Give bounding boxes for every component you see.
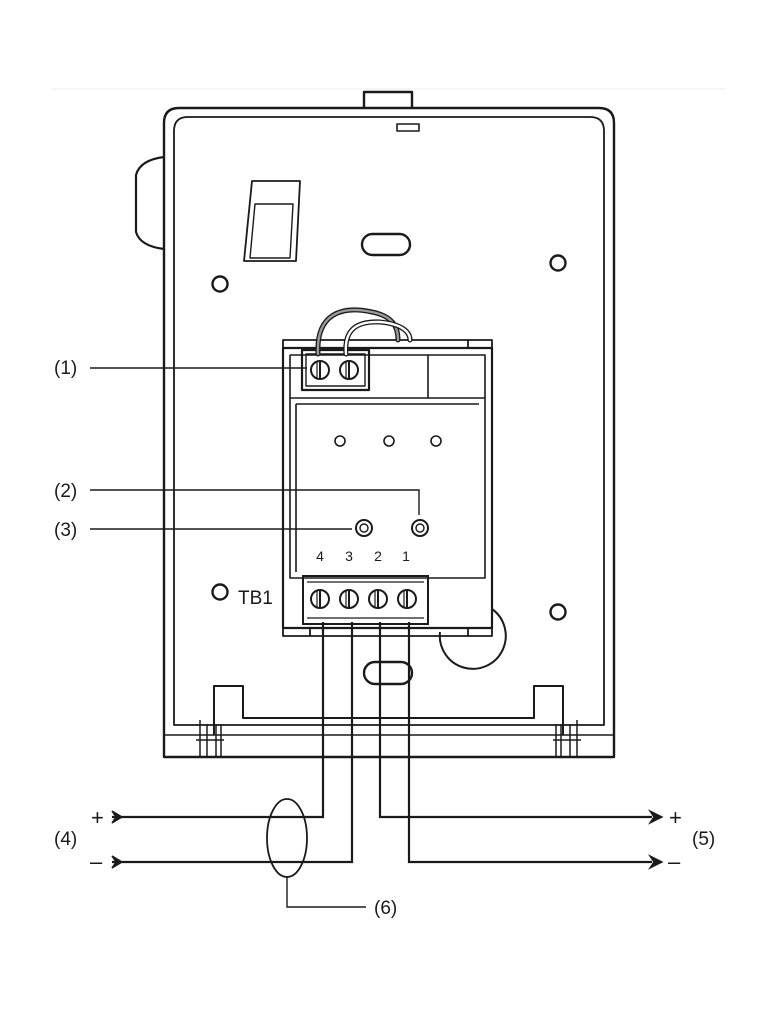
terminal-number-2: 2 — [374, 548, 382, 564]
tb1-label: TB1 — [238, 588, 273, 609]
twisted-pair-ellipse — [266, 798, 308, 878]
indicator-holes — [334, 435, 442, 447]
upper-mount-slot — [360, 232, 412, 257]
leader-6 — [286, 877, 366, 908]
output-plus-arrow — [647, 809, 664, 825]
wire-terminal-1 — [407, 622, 652, 864]
mount-hole-top-left — [211, 275, 229, 293]
top-tab — [362, 90, 414, 108]
wire-terminal-3 — [112, 622, 354, 864]
callout-5-label: (5) — [692, 829, 715, 850]
module-upper-compartment — [289, 354, 486, 398]
item-2-button — [411, 519, 429, 537]
leader-2 — [90, 489, 420, 515]
input-plus-sign: + — [91, 805, 104, 830]
mount-hole-bottom-left — [211, 583, 229, 601]
wire-arrows — [111, 809, 664, 870]
side-clip — [134, 155, 165, 251]
input-plus-arrow — [111, 810, 124, 824]
input-minus-sign: – — [90, 849, 103, 874]
callout-4-label: (4) — [54, 829, 77, 850]
output-plus-sign: + — [669, 805, 682, 830]
module-top-rail — [282, 339, 493, 348]
module-boss — [438, 608, 507, 670]
top-terminal-block — [300, 348, 371, 392]
wire-terminal-4 — [112, 622, 325, 819]
top-slot — [396, 123, 420, 132]
tb1-screws — [310, 589, 417, 609]
lower-mount-slot — [362, 660, 414, 686]
housing-outer — [162, 106, 616, 759]
mount-hole-bottom-right — [549, 603, 567, 621]
output-minus-sign: – — [668, 849, 681, 874]
module-inner — [289, 397, 486, 579]
callout-leaders — [90, 367, 420, 908]
top-terminal-screws — [310, 360, 359, 380]
callout-6-label: (6) — [374, 898, 397, 919]
label-window — [243, 180, 301, 262]
terminal-number-3: 3 — [345, 548, 353, 564]
right-hinge — [553, 720, 581, 757]
callout-3-label: (3) — [54, 520, 77, 541]
terminal-number-1: 1 — [402, 548, 410, 564]
label-window-inner — [249, 203, 294, 259]
item-3-led — [355, 519, 373, 537]
mount-hole-top-right — [549, 254, 567, 272]
housing-inner — [173, 116, 605, 726]
output-minus-arrow — [647, 854, 664, 870]
module-bottom-rail — [282, 628, 493, 637]
top-wire-loop — [315, 307, 413, 357]
tb1-block — [302, 575, 429, 625]
module-body — [281, 346, 494, 630]
bottom-cutout — [213, 685, 564, 735]
left-hinge — [196, 720, 224, 757]
wire-terminal-2 — [378, 622, 652, 819]
field-wires — [112, 622, 652, 864]
terminal-number-4: 4 — [316, 548, 324, 564]
input-minus-arrow — [111, 855, 124, 869]
callout-1-label: (1) — [54, 358, 77, 379]
callout-2-label: (2) — [54, 481, 77, 502]
